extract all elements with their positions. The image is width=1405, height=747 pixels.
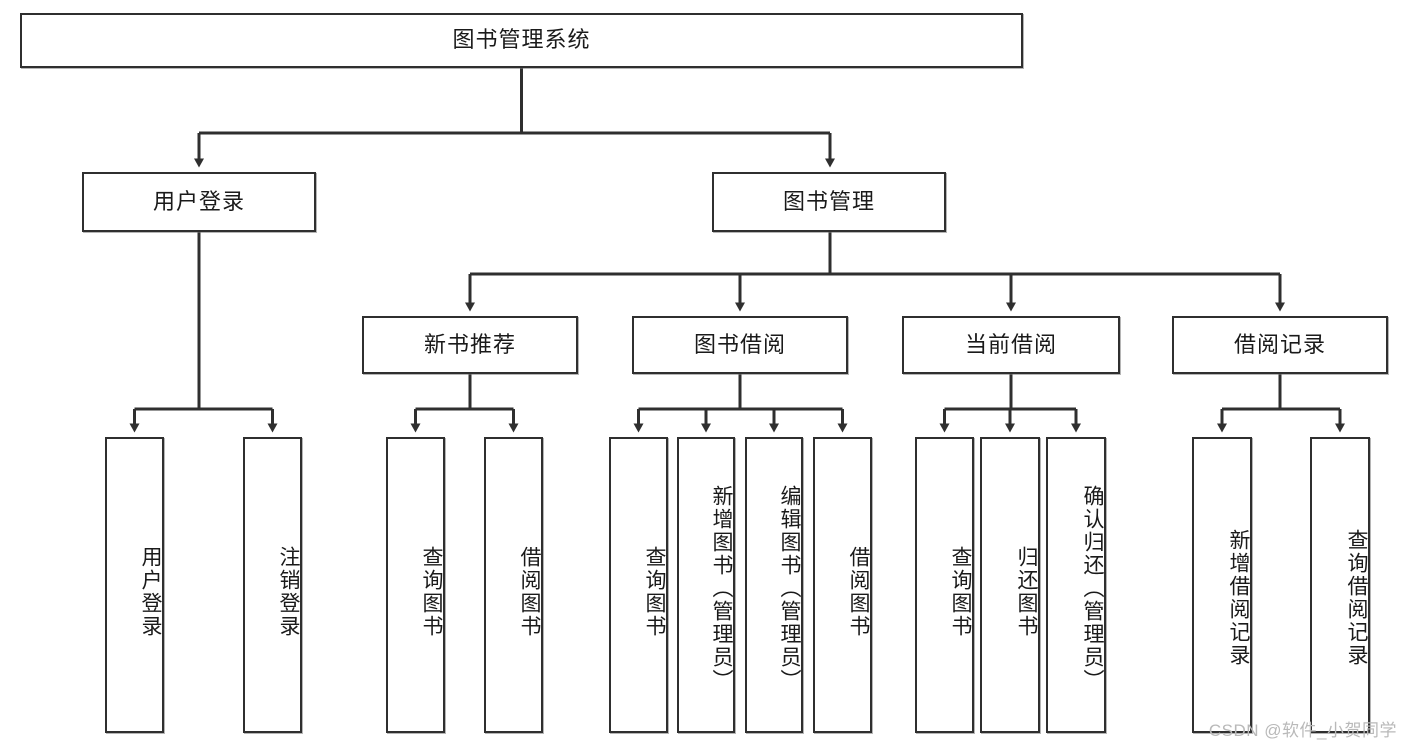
leaf-edit-book-admin-label: 编辑图书（管理员） <box>778 484 801 692</box>
leaf-user-login-label: 用户登录 <box>139 546 162 638</box>
node-book-borrow-label: 图书借阅 <box>693 331 786 357</box>
leaf-query-books-newbook-label: 查询图书 <box>420 546 443 638</box>
node-new-book-recommend-label: 新书推荐 <box>423 331 516 357</box>
leaf-query-books-borrow[interactable]: 查询图书 <box>609 437 668 733</box>
leaf-add-book-admin-label: 新增图书（管理员） <box>710 484 733 692</box>
node-book-management[interactable]: 图书管理 <box>712 172 946 232</box>
node-borrow-records[interactable]: 借阅记录 <box>1172 316 1388 374</box>
node-user-login[interactable]: 用户登录 <box>82 172 316 232</box>
leaf-edit-book-admin[interactable]: 编辑图书（管理员） <box>745 437 803 733</box>
leaf-add-borrow-record-label: 新增借阅记录 <box>1227 529 1250 667</box>
node-current-borrow[interactable]: 当前借阅 <box>902 316 1120 374</box>
node-root[interactable]: 图书管理系统 <box>20 13 1023 68</box>
leaf-borrow-books-newbook[interactable]: 借阅图书 <box>484 437 543 733</box>
node-borrow-records-label: 借阅记录 <box>1233 331 1326 357</box>
leaf-logout-label: 注销登录 <box>277 546 300 638</box>
node-new-book-recommend[interactable]: 新书推荐 <box>362 316 578 374</box>
leaf-query-borrow-record-label: 查询借阅记录 <box>1345 529 1368 667</box>
node-book-management-label: 图书管理 <box>782 188 875 214</box>
leaf-borrow-books-borrow[interactable]: 借阅图书 <box>813 437 872 733</box>
leaf-borrow-books-newbook-label: 借阅图书 <box>518 546 541 638</box>
leaf-query-books-current-label: 查询图书 <box>949 546 972 638</box>
leaf-confirm-return-admin-label: 确认归还（管理员） <box>1081 484 1104 692</box>
leaf-logout[interactable]: 注销登录 <box>243 437 302 733</box>
leaf-add-book-admin[interactable]: 新增图书（管理员） <box>677 437 735 733</box>
node-book-borrow[interactable]: 图书借阅 <box>632 316 848 374</box>
csdn-watermark: CSDN @软件_小贺同学 <box>1208 721 1397 740</box>
leaf-return-books[interactable]: 归还图书 <box>980 437 1040 733</box>
leaf-user-login[interactable]: 用户登录 <box>105 437 164 733</box>
leaf-return-books-label: 归还图书 <box>1015 546 1038 638</box>
leaf-borrow-books-borrow-label: 借阅图书 <box>847 546 870 638</box>
node-current-borrow-label: 当前借阅 <box>964 331 1057 357</box>
leaf-add-borrow-record[interactable]: 新增借阅记录 <box>1192 437 1252 733</box>
node-user-login-label: 用户登录 <box>152 188 245 214</box>
node-root-label: 图书管理系统 <box>452 27 591 53</box>
leaf-query-books-current[interactable]: 查询图书 <box>915 437 974 733</box>
leaf-confirm-return-admin[interactable]: 确认归还（管理员） <box>1046 437 1106 733</box>
leaf-query-books-newbook[interactable]: 查询图书 <box>386 437 445 733</box>
leaf-query-borrow-record[interactable]: 查询借阅记录 <box>1310 437 1370 733</box>
leaf-query-books-borrow-label: 查询图书 <box>643 546 666 638</box>
